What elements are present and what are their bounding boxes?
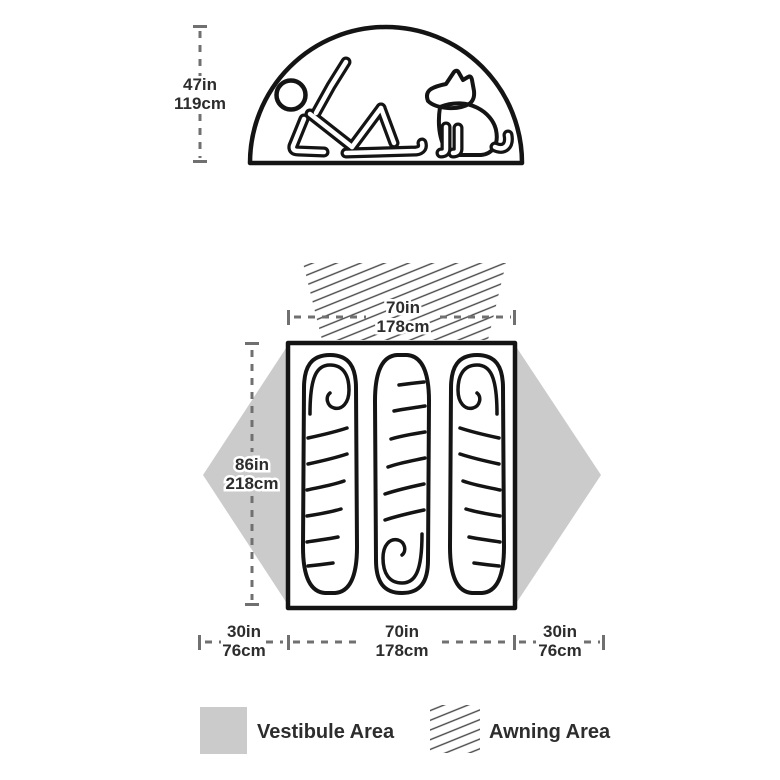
tent-floor-outline [285, 340, 518, 611]
floor-width-label-cm: 178cm [376, 641, 429, 660]
dim-tick [287, 635, 290, 650]
dim-tick-left [287, 310, 290, 325]
legend: Vestibule Area Awning Area [200, 705, 611, 754]
floor-width-label-in: 70in [385, 622, 419, 641]
person-icon [274, 56, 428, 159]
left-vestibule-label-in: 30in [227, 622, 261, 641]
sleeping-bag-left [301, 353, 359, 595]
dim-tick-top [193, 25, 207, 28]
floor-width-dimension: 70in 178cm [293, 622, 510, 660]
floor-length-label-cm: 218cm [226, 474, 279, 493]
vestibule-legend-label: Vestibule Area [257, 721, 395, 743]
dome-outline [247, 24, 525, 166]
height-label-in: 47in [183, 75, 217, 94]
awning-legend-label: Awning Area [489, 721, 611, 743]
sleeping-bag-middle [373, 353, 431, 595]
dim-tick [513, 635, 516, 650]
awning-width-label-cm: 178cm [377, 317, 430, 336]
awning-width-label-in: 70in [386, 298, 420, 317]
floor-length-label-in: 86in [235, 455, 269, 474]
right-vestibule-label-in: 30in [543, 622, 577, 641]
height-dimension: 47in 119cm [174, 25, 226, 163]
legend-item-vestibule: Vestibule Area [200, 707, 395, 754]
tent-cross-section [247, 24, 525, 166]
right-vestibule-label-cm: 76cm [538, 641, 581, 660]
dim-tick-top [245, 342, 259, 345]
bottom-dimensions: 30in 76cm 70in 178cm 30in 76cm [198, 622, 605, 660]
right-vestibule-dimension: 30in 76cm [519, 622, 600, 660]
height-label-cm: 119cm [174, 94, 226, 113]
dim-tick-right [513, 310, 516, 325]
awning-width-dimension: 70in 178cm [287, 296, 516, 339]
vestibule-right-shape [515, 345, 601, 605]
dog-icon [425, 68, 514, 159]
dim-tick [198, 635, 201, 650]
person-head [274, 78, 308, 112]
dog-head [425, 68, 477, 111]
legend-item-awning: Awning Area [430, 705, 611, 753]
vestibule-left-shape [203, 345, 288, 605]
tent-floor-plan [285, 340, 518, 611]
dim-tick [602, 635, 605, 650]
vestibule-swatch [200, 707, 247, 754]
awning-swatch [430, 705, 480, 753]
awning-area-shape [303, 263, 506, 340]
person-fill-layer [290, 59, 425, 156]
sleeping-bag-right [448, 353, 506, 595]
dim-tick-bottom [245, 603, 259, 606]
floor-length-dimension: 86in 218cm [223, 342, 281, 606]
left-vestibule-dimension: 30in 76cm [205, 622, 283, 660]
dim-tick-bottom [193, 160, 207, 163]
left-vestibule-label-cm: 76cm [222, 641, 265, 660]
